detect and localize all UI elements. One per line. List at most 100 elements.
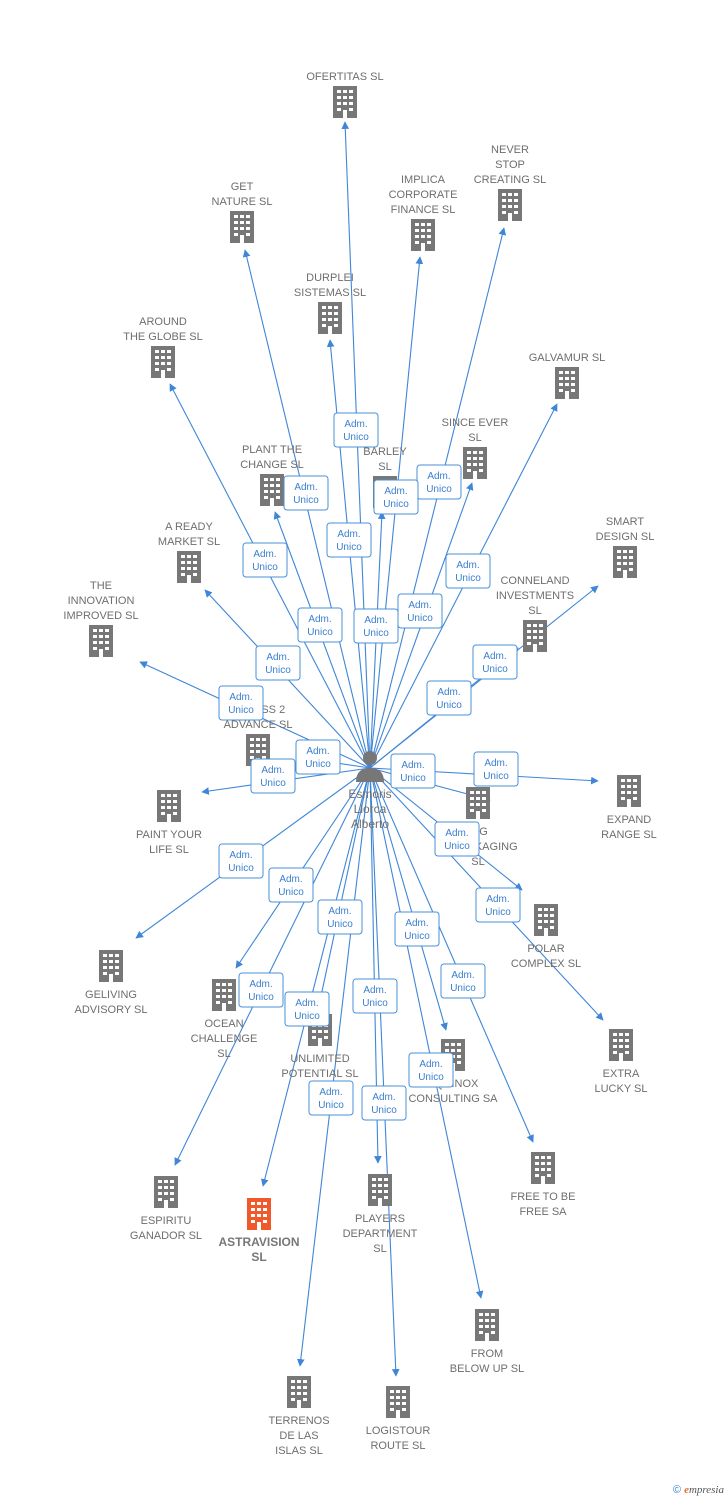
person-icon-body: [356, 768, 384, 782]
company-label: ADVANCE SL: [224, 719, 293, 731]
company-label: TERRENOS: [268, 1415, 329, 1427]
company-label: EXTRA: [603, 1068, 640, 1080]
building-icon: [609, 1029, 633, 1061]
role-label: Adm.: [484, 758, 507, 769]
company-label: GELIVING: [85, 989, 137, 1001]
footer-brand[interactable]: © empresia: [673, 1484, 724, 1496]
company-node-ofertitas[interactable]: OFERTITAS SL: [306, 71, 384, 118]
role-label: Unico: [343, 432, 369, 443]
role-badge-ofertitas: Adm.Unico: [333, 412, 379, 448]
building-icon: [318, 302, 342, 334]
edge-astravision: [260, 767, 371, 1187]
role-label: Unico: [305, 759, 331, 770]
building-icon: [617, 775, 641, 807]
company-label: SISTEMAS SL: [294, 287, 366, 299]
person-icon: [363, 751, 377, 765]
building-icon: [99, 950, 123, 982]
edge-logistour: [369, 767, 400, 1377]
company-label: ESPIRITU: [141, 1215, 192, 1227]
building-icon: [613, 546, 637, 578]
company-label: CHALLENGE: [191, 1033, 258, 1045]
company-label: OCEAN: [204, 1018, 243, 1030]
role-label: Adm.: [456, 560, 479, 571]
role-label: Adm.: [229, 850, 252, 861]
role-label: Unico: [436, 700, 462, 711]
role-badge-expand-range: Adm.Unico: [473, 751, 519, 787]
role-badge-polar: Adm.Unico: [434, 821, 480, 857]
role-label: Adm.: [294, 482, 317, 493]
role-label: Unico: [363, 628, 389, 639]
role-label: Adm.: [337, 529, 360, 540]
company-label: DE LAS: [279, 1430, 318, 1442]
company-label: POTENTIAL SL: [281, 1068, 358, 1080]
person-name: Esmoris: [348, 787, 391, 801]
person-name: Llorca: [354, 802, 387, 816]
role-label: Adm.: [486, 894, 509, 905]
company-label: NATURE SL: [212, 196, 273, 208]
role-label: Adm.: [405, 918, 428, 929]
company-label: SINCE EVER: [442, 417, 509, 429]
company-label: GANADOR SL: [130, 1230, 202, 1242]
role-badge-galvamur: Adm.Unico: [445, 553, 491, 589]
building-icon: [523, 620, 547, 652]
role-label: Unico: [228, 863, 254, 874]
company-label: SL: [528, 605, 541, 617]
company-label: OFERTITAS SL: [306, 71, 383, 83]
company-label: FREE TO BE: [510, 1191, 575, 1203]
building-icon: [498, 189, 522, 221]
role-label: Adm.: [364, 615, 387, 626]
role-label: Adm.: [306, 746, 329, 757]
company-label: INNOVATION: [68, 595, 135, 607]
role-label: Unico: [252, 562, 278, 573]
building-icon: [368, 1174, 392, 1206]
role-label: Unico: [444, 841, 470, 852]
company-node-galvamur[interactable]: GALVAMUR SL: [529, 352, 606, 399]
role-badge-unlimited: Adm.Unico: [317, 899, 363, 935]
person-name: Alberto: [351, 817, 389, 831]
edge-espiritu: [174, 767, 371, 1166]
role-badge-geliving: Adm. Unico: [218, 843, 264, 879]
edge-from-below: [369, 767, 484, 1299]
company-label: THE GLOBE SL: [123, 331, 202, 343]
edge-free-to-be: [369, 767, 534, 1143]
role-label: Adm.: [319, 1087, 342, 1098]
role-label-layer: Adm.UnicoAdm.UnicoAdm.UnicoAdm.UnicoAdm.…: [218, 412, 521, 1121]
brand-logo: empresia: [684, 1484, 724, 1496]
company-node-espiritu[interactable]: ESPIRITU GANADOR SL: [130, 1176, 202, 1242]
role-label: Unico: [278, 887, 304, 898]
role-badge-get-nature: Adm.Unico: [283, 475, 329, 511]
company-label: DEPARTMENT: [343, 1228, 418, 1240]
company-label: CONSULTING SA: [408, 1093, 498, 1105]
role-badge-astravision: Adm.Unico: [284, 991, 330, 1027]
company-label: DESIGN SL: [596, 531, 655, 543]
role-label: Unico: [400, 773, 426, 784]
role-label: Unico: [318, 1100, 344, 1111]
